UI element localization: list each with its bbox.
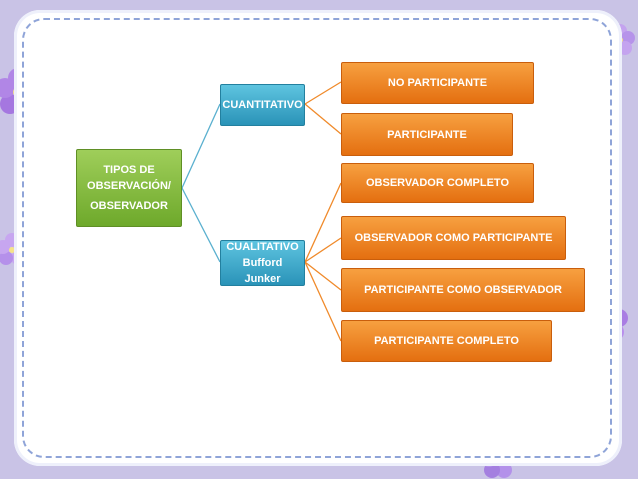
root-line-3: OBSERVADOR — [90, 200, 168, 212]
connector-root-cualitativo — [181, 187, 221, 263]
root-line-1: TIPOS DE — [103, 164, 155, 176]
connector-cuant-leaf-1 — [304, 81, 342, 105]
branch-cuantitativo-label: CUANTITATIVO — [222, 99, 303, 111]
leaf-observador-como-participante: OBSERVADOR COMO PARTICIPANTE — [341, 216, 566, 260]
leaf-label: OBSERVADOR COMPLETO — [365, 177, 510, 189]
dashed-border — [22, 18, 612, 458]
connector-cual-leaf-4 — [304, 261, 342, 342]
connector-cuant-leaf-2 — [304, 103, 342, 135]
branch-cuantitativo: CUANTITATIVO — [220, 84, 305, 126]
connector-cual-leaf-2 — [304, 237, 342, 263]
connector-cual-leaf-1 — [304, 182, 342, 263]
connector-cual-leaf-3 — [304, 261, 342, 291]
leaf-no-participante: NO PARTICIPANTE — [341, 62, 534, 104]
leaf-label: PARTICIPANTE — [387, 128, 467, 141]
leaf-participante: PARTICIPANTE — [341, 113, 513, 156]
connector-root-cuantitativo — [181, 103, 221, 189]
leaf-label: OBSERVADOR COMO PARTICIPANTE — [354, 232, 553, 244]
leaf-label: PARTICIPANTE COMPLETO — [374, 335, 519, 347]
leaf-label: PARTICIPANTE COMO OBSERVADOR — [364, 284, 562, 296]
branch-cualitativo-author: Bufford Junker — [242, 257, 283, 285]
branch-cualitativo: CUALITATIVO Bufford Junker — [220, 240, 305, 286]
leaf-observador-completo: OBSERVADOR COMPLETO — [341, 163, 534, 203]
leaf-participante-como-observador: PARTICIPANTE COMO OBSERVADOR — [341, 268, 585, 312]
root-node: TIPOS DE OBSERVACIÓN/ OBSERVADOR — [76, 149, 182, 227]
leaf-participante-completo: PARTICIPANTE COMPLETO — [341, 320, 552, 362]
leaf-label: NO PARTICIPANTE — [387, 77, 488, 89]
root-line-2: OBSERVACIÓN/ — [87, 180, 171, 192]
branch-cualitativo-label: CUALITATIVO — [226, 241, 299, 253]
